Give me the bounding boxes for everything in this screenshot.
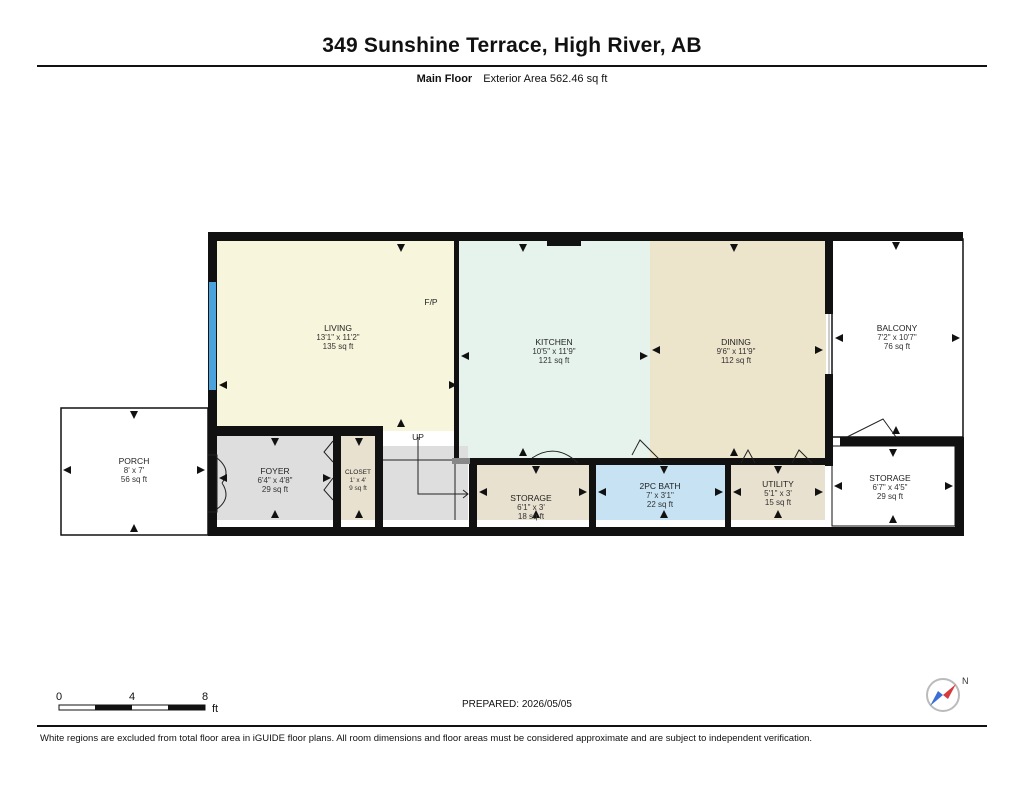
bath-dims: 7' x 3'1" xyxy=(646,491,674,500)
window xyxy=(209,282,216,390)
utility-area: 15 sq ft xyxy=(765,498,792,507)
storage2-name: STORAGE xyxy=(869,473,911,483)
balcony-area: 76 sq ft xyxy=(884,342,911,351)
scale-unit: ft xyxy=(212,703,218,715)
storage2-area: 29 sq ft xyxy=(877,492,904,501)
exterior-area: Exterior Area 562.46 sq ft xyxy=(483,73,608,85)
living-name: LIVING xyxy=(324,323,352,333)
storage1-area: 18 sq ft xyxy=(518,512,545,521)
foyer-name: FOYER xyxy=(260,466,289,476)
foyer-dims: 6'4" x 4'8" xyxy=(258,476,293,485)
closet-area: 9 sq ft xyxy=(349,485,367,492)
dining-area xyxy=(650,241,826,458)
foyer-area xyxy=(217,436,333,520)
bath-area: 22 sq ft xyxy=(647,500,674,509)
fireplace-label: F/P xyxy=(424,297,438,307)
floor-name: Main Floor xyxy=(416,73,473,85)
stairs xyxy=(383,437,469,520)
dining-name: DINING xyxy=(721,337,751,347)
kitchen-area xyxy=(458,241,650,458)
dimension-arrows xyxy=(63,242,960,532)
page-title: 349 Sunshine Terrace, High River, AB xyxy=(322,34,702,57)
porch-outline xyxy=(60,407,209,536)
room-labels: LIVING 13'1" x 11'2" 135 sq ft KITCHEN 1… xyxy=(119,297,918,521)
utility-name: UTILITY xyxy=(762,479,794,489)
compass-icon: N xyxy=(926,676,969,712)
kitchen-name: KITCHEN xyxy=(535,337,572,347)
closet-dims: 1' x 4' xyxy=(350,477,367,484)
scale-bar: 0 4 8 ft xyxy=(56,691,218,715)
bath-name: 2PC BATH xyxy=(640,481,681,491)
utility-dims: 5'1" x 3' xyxy=(764,489,792,498)
dining-dims: 9'6" x 11'9" xyxy=(717,347,756,356)
scale-tick-8: 8 xyxy=(202,691,208,703)
prepared-date: PREPARED: 2026/05/05 xyxy=(462,699,572,710)
stair-newel xyxy=(452,458,470,464)
header-divider xyxy=(37,65,987,67)
dining-area: 112 sq ft xyxy=(721,356,752,365)
scale-tick-0: 0 xyxy=(56,691,62,703)
disclaimer: White regions are excluded from total fl… xyxy=(40,733,813,744)
porch-area: 56 sq ft xyxy=(121,475,148,484)
stairs-up-label: UP xyxy=(412,432,424,442)
closet-name: CLOSET xyxy=(345,469,371,476)
balcony-dims: 7'2" x 10'7" xyxy=(877,333,917,342)
porch-dims: 8' x 7' xyxy=(124,466,145,475)
porch-name: PORCH xyxy=(119,456,150,466)
living-room-area xyxy=(217,241,458,431)
closet-area xyxy=(341,436,376,520)
kitchen-dims: 10'5" x 11'9" xyxy=(532,347,575,356)
storage2-dims: 6'7" x 4'5" xyxy=(873,483,908,492)
kitchen-area: 121 sq ft xyxy=(539,356,570,365)
storage1-name: STORAGE xyxy=(510,493,552,503)
compass-north: N xyxy=(962,676,969,686)
bath-area xyxy=(596,464,725,520)
doors xyxy=(208,314,897,513)
footer-divider xyxy=(37,725,987,727)
foyer-area: 29 sq ft xyxy=(262,485,289,494)
balcony-name: BALCONY xyxy=(877,323,918,333)
scale-tick-4: 4 xyxy=(129,691,135,703)
living-dims: 13'1" x 11'2" xyxy=(316,333,359,342)
floor-subtitle: Main Floor Exterior Area 562.46 sq ft xyxy=(0,73,1024,85)
living-area: 135 sq ft xyxy=(323,342,354,351)
storage1-dims: 6'1" x 3' xyxy=(517,503,545,512)
storage-room-area xyxy=(477,464,589,520)
balcony-outline xyxy=(831,238,964,438)
